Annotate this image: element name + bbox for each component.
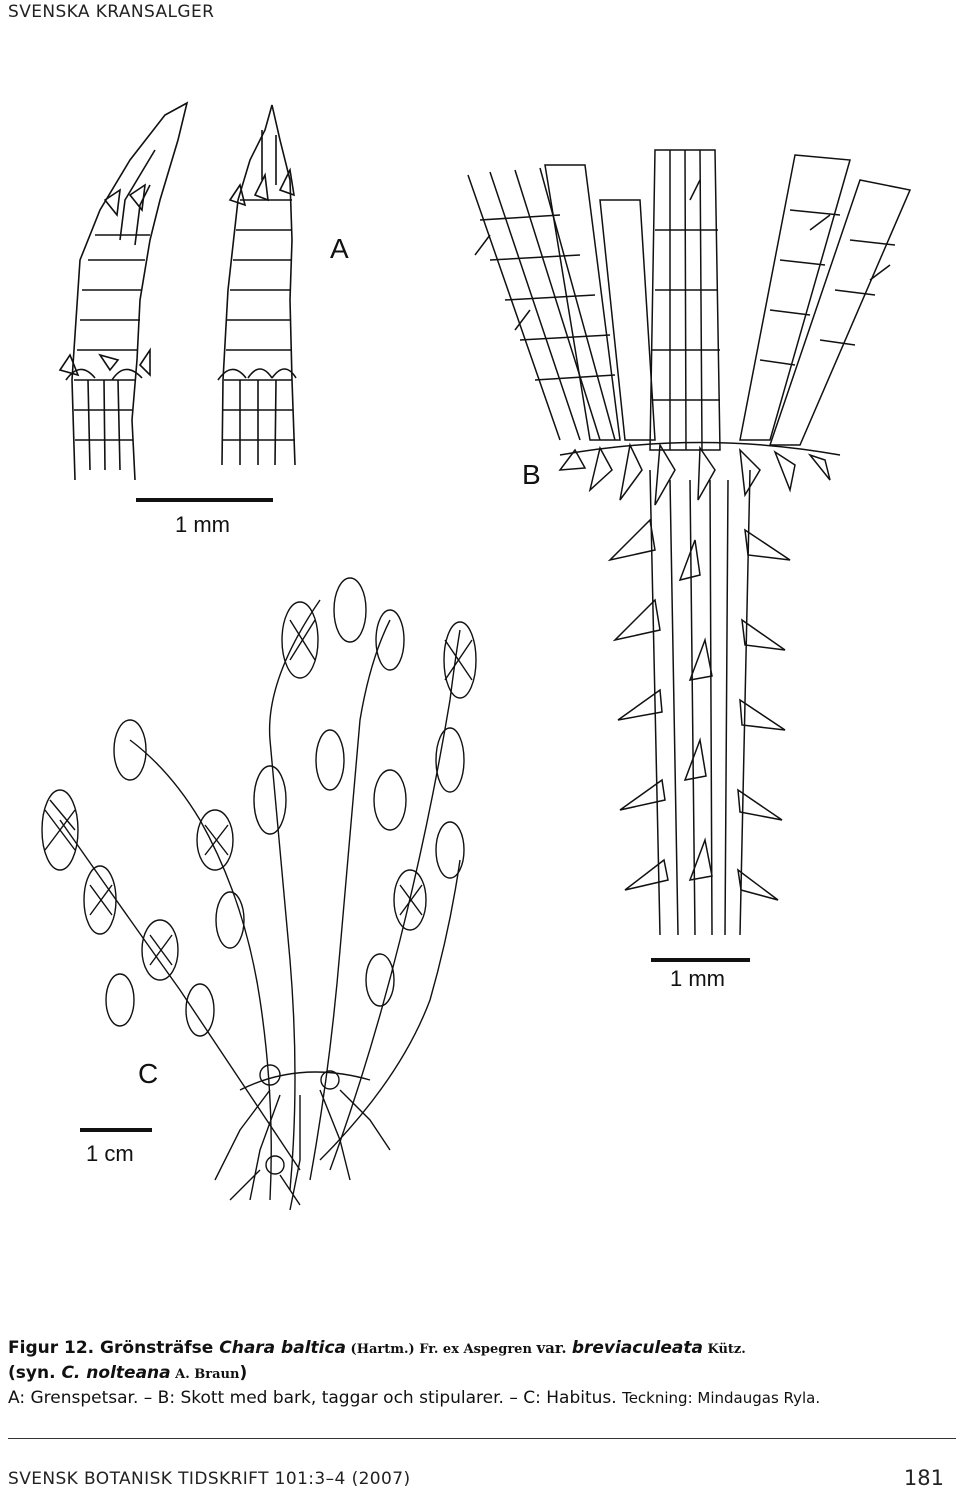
page-number: 181 — [903, 1466, 944, 1490]
caption-syn-close: ) — [239, 1363, 248, 1383]
panel-c-illustration — [41, 577, 477, 1211]
botanical-figure: A 1 mm B 1 mm — [41, 101, 912, 1211]
caption-var-word: var. — [536, 1339, 572, 1357]
panel-a-letter: A — [330, 233, 349, 264]
caption-variety-name: breviaculeata — [571, 1338, 703, 1358]
panel-a-scale-label: 1 mm — [175, 512, 230, 537]
panel-b-illustration — [467, 149, 912, 936]
panel-a-illustration — [58, 101, 297, 481]
caption-figure-label: Figur 12. Grönsträfse — [8, 1338, 220, 1358]
running-header: SVENSKA KRANSALGER — [8, 2, 215, 22]
caption-description: A: Grenspetsar. – B: Skott med bark, tag… — [8, 1388, 623, 1408]
caption-synonym-authority: A. Braun — [170, 1367, 240, 1382]
caption-line-3: A: Grenspetsar. – B: Skott med bark, tag… — [8, 1386, 953, 1410]
caption-variety-authority: Kütz. — [702, 1342, 746, 1357]
panel-b-scale-label: 1 mm — [670, 966, 725, 991]
caption-authority: (Hartm.) Fr. ex Aspegren — [346, 1342, 537, 1357]
caption-line-1: Figur 12. Grönsträfse Chara baltica (Har… — [8, 1336, 953, 1361]
panel-c-scale-label: 1 cm — [86, 1141, 134, 1166]
panel-c-letter: C — [138, 1058, 158, 1089]
caption-syn-open: (syn. — [8, 1363, 62, 1383]
caption-species-name: Chara baltica — [219, 1338, 347, 1358]
footer-journal-title: SVENSK BOTANISK TIDSKRIFT 101:3–4 (2007) — [8, 1469, 411, 1489]
figure-caption: Figur 12. Grönsträfse Chara baltica (Har… — [8, 1336, 953, 1410]
caption-line-2: (syn. C. nolteana A. Braun) — [8, 1361, 953, 1386]
panel-b-letter: B — [522, 459, 541, 490]
footer-rule — [8, 1438, 956, 1439]
caption-synonym: C. nolteana — [61, 1363, 171, 1383]
caption-illustrator-credit: Teckning: Mindaugas Ryla. — [622, 1389, 821, 1407]
